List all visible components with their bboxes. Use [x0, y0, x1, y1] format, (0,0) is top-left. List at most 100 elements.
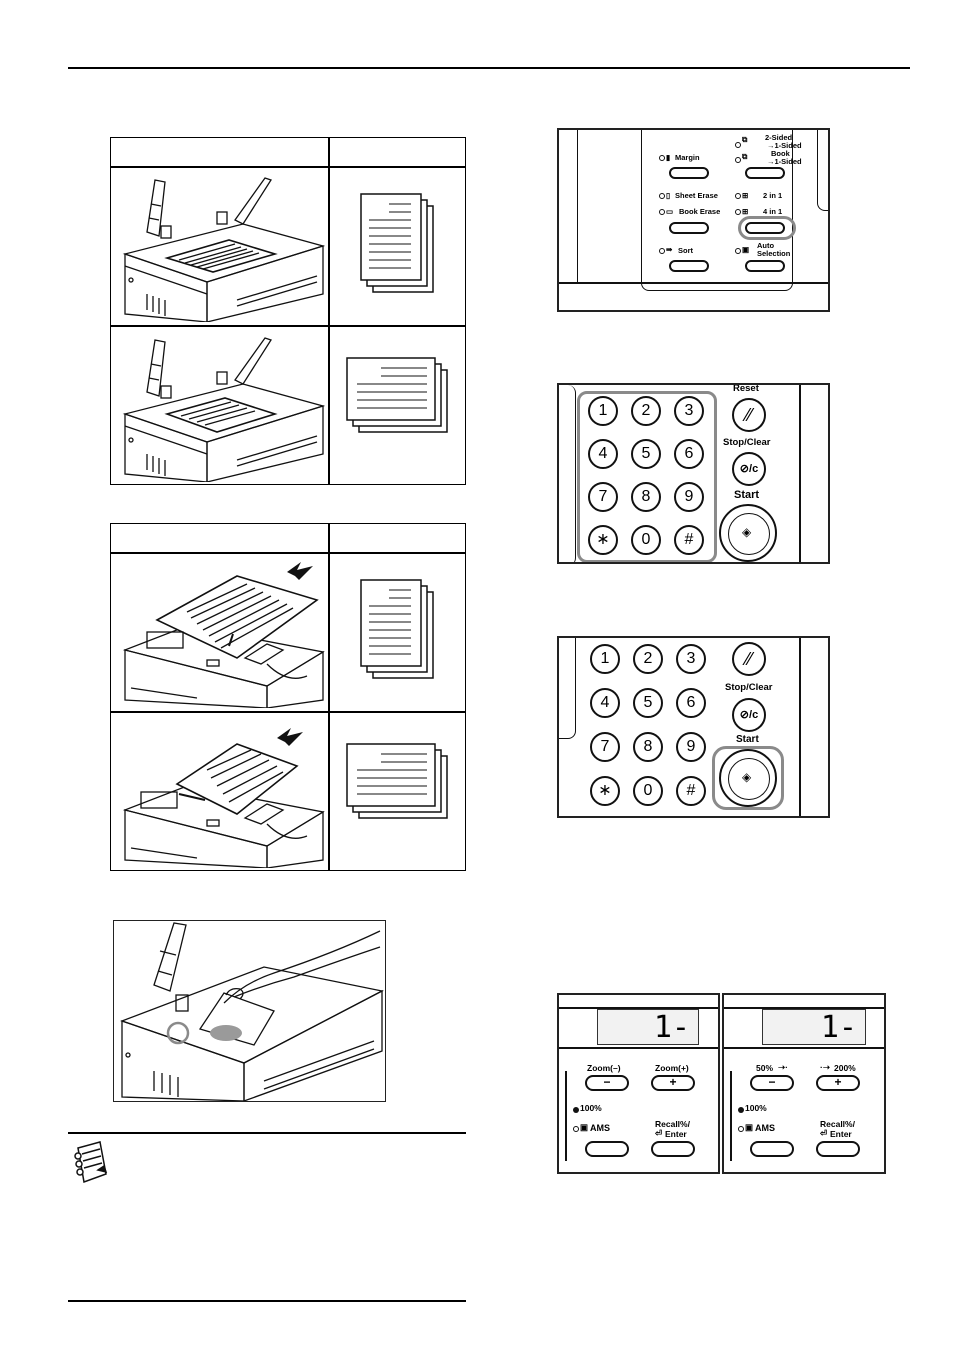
numeric-b-key-8[interactable]: 8: [633, 732, 663, 762]
two-sided-button[interactable]: [745, 167, 785, 179]
note-top-rule: [68, 1132, 466, 1134]
numeric-key-6[interactable]: 6: [674, 439, 704, 469]
portrait-stack-icon-feeder: [360, 579, 434, 679]
sort-label: Sort: [678, 246, 693, 255]
ams-button-2[interactable]: [750, 1141, 794, 1157]
four-in-one-icon: ⊞: [742, 207, 749, 216]
numeric-b-key-2[interactable]: 2: [633, 644, 663, 674]
display-panel-zoom: 1- Zoom(–) − Zoom(+) + 100% ▣ AMS Recall…: [557, 993, 720, 1174]
zoom-minus-button[interactable]: −: [585, 1075, 629, 1091]
display-digits: 1-: [653, 1010, 690, 1045]
numeric-b-key-7[interactable]: 7: [590, 732, 620, 762]
sheet-erase-led: [659, 193, 665, 199]
recall-enter-button[interactable]: [651, 1141, 695, 1157]
sort-icon: ⇛: [666, 245, 673, 254]
placing-original-illustration: [113, 920, 386, 1102]
margin-button[interactable]: [669, 167, 709, 179]
auto-selection-icon: ▣: [742, 245, 750, 254]
numeric-b-key-1[interactable]: 1: [590, 644, 620, 674]
start-key-2[interactable]: ◈: [719, 749, 777, 807]
numeric-key-2[interactable]: 2: [631, 396, 661, 426]
fifty-label: 50%: [756, 1063, 774, 1073]
hundred-label: 100%: [580, 1103, 602, 1113]
numeric-key-1[interactable]: 1: [588, 396, 618, 426]
book-erase-label: Book Erase: [679, 207, 721, 216]
start-diamond-icon-2: ◈: [742, 770, 752, 784]
numeric-b-key-10[interactable]: ∗: [590, 776, 620, 806]
two-hundred-arrow-icon: ·➝: [820, 1062, 830, 1072]
sheet-erase-icon: ▯: [666, 191, 671, 200]
fifty-button[interactable]: −: [750, 1075, 794, 1091]
function-key-panel: ▮ Margin ⧉ 2-Sided →1-Sided ⧉ Book →1-Si…: [557, 128, 830, 312]
two-hundred-label: 200%: [834, 1063, 856, 1073]
start-key[interactable]: ◈: [719, 504, 777, 562]
numeric-b-key-12[interactable]: #: [676, 776, 706, 806]
book-erase-led: [659, 209, 665, 215]
start-diamond-icon: ◈: [742, 525, 752, 539]
stop-clear-key[interactable]: ⊘/c: [732, 452, 766, 486]
combine-button[interactable]: [745, 222, 785, 234]
enter-label: Enter: [665, 1129, 687, 1139]
two-sided-led: [735, 142, 741, 148]
enter-icon: ⏎: [655, 1128, 663, 1138]
numeric-key-7[interactable]: 7: [588, 482, 618, 512]
book-to-one-label: →1-Sided: [767, 157, 802, 166]
four-in-one-led: [735, 209, 741, 215]
note-icon: [74, 1141, 108, 1184]
auto-selection-button[interactable]: [745, 260, 785, 272]
numeric-b-key-3[interactable]: 3: [676, 644, 706, 674]
book-icon: ⧉: [742, 152, 748, 161]
stop-clear-label-2: Stop/Clear: [725, 682, 773, 693]
erase-button[interactable]: [669, 222, 709, 234]
start-key-highlight: [712, 746, 784, 810]
book-erase-icon: ▭: [666, 207, 674, 216]
note-bottom-rule: [68, 1300, 466, 1302]
numeric-key-5[interactable]: 5: [631, 439, 661, 469]
reset-key[interactable]: ⁄⁄: [732, 398, 766, 432]
book-led: [735, 157, 741, 163]
copier-platen-landscape-illustration: [122, 337, 325, 482]
combine-button-highlight: [738, 216, 796, 240]
two-in-one-label: 2 in 1: [763, 191, 783, 200]
two-sided-label: 2-Sided: [765, 133, 793, 142]
zoom-plus-button[interactable]: +: [651, 1075, 695, 1091]
selection-label: Selection: [757, 249, 791, 258]
two-sided-icon: ⧉: [742, 135, 748, 144]
numeric-key-8[interactable]: 8: [631, 482, 661, 512]
ams-label: AMS: [590, 1123, 610, 1133]
numeric-b-key-5[interactable]: 5: [633, 688, 663, 718]
sort-led: [659, 248, 665, 254]
numeric-b-key-4[interactable]: 4: [590, 688, 620, 718]
numeric-keys-highlight: [577, 391, 717, 562]
hundred-led-2: [738, 1107, 744, 1113]
copy-count-display-2: 1-: [762, 1009, 866, 1045]
numeric-b-key-9[interactable]: 9: [676, 732, 706, 762]
enter-label-2: Enter: [830, 1129, 852, 1139]
ams-button[interactable]: [585, 1141, 629, 1157]
ams-label-2: AMS: [755, 1123, 775, 1133]
feeder-placement-table: [110, 523, 466, 871]
numeric-key-11[interactable]: 0: [631, 525, 661, 555]
two-hundred-button[interactable]: +: [816, 1075, 860, 1091]
numeric-key-4[interactable]: 4: [588, 439, 618, 469]
recall-enter-button-2[interactable]: [816, 1141, 860, 1157]
hand-placing-original: [120, 922, 384, 1101]
numeric-b-key-6[interactable]: 6: [676, 688, 706, 718]
numeric-key-9[interactable]: 9: [674, 482, 704, 512]
numeric-key-12[interactable]: #: [674, 525, 704, 555]
feeder-landscape-illustration: [122, 728, 325, 868]
platen-placement-table: [110, 137, 466, 485]
reset-key-2[interactable]: ⁄⁄: [732, 642, 766, 676]
numeric-b-key-11[interactable]: 0: [633, 776, 663, 806]
numeric-key-10[interactable]: ∗: [588, 525, 618, 555]
margin-led: [659, 155, 665, 161]
numeric-key-3[interactable]: 3: [674, 396, 704, 426]
ams-led-2: [738, 1126, 744, 1132]
start-label-2: Start: [736, 734, 759, 745]
recall-label: Recall%/: [655, 1119, 690, 1129]
recall-label-2: Recall%/: [820, 1119, 855, 1129]
stop-clear-key-2[interactable]: ⊘/c: [732, 698, 766, 732]
sort-button[interactable]: [669, 260, 709, 272]
